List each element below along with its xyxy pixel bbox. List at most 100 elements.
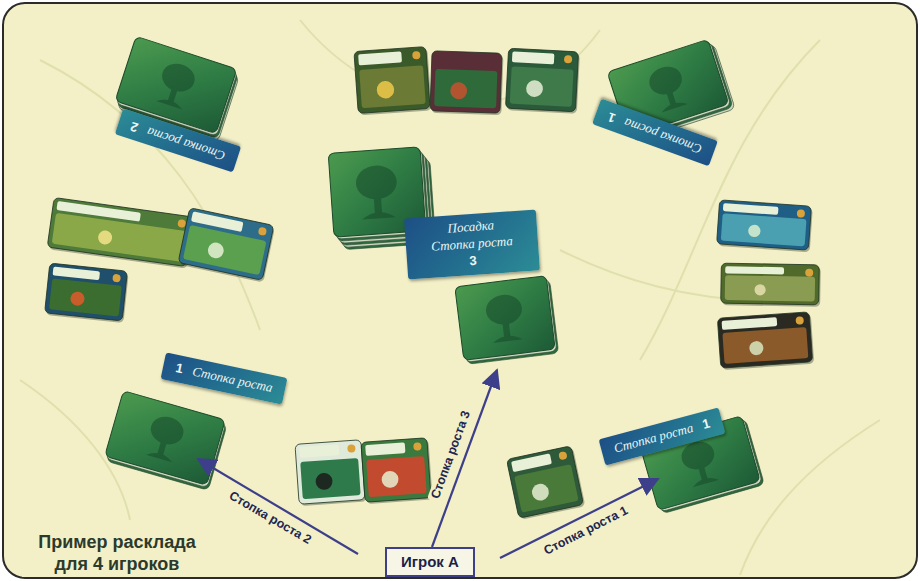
card-motif: [450, 82, 467, 99]
table-ground: [3, 3, 917, 578]
growth-pile-tile: ПосадкаСтопка роста3: [404, 209, 540, 279]
species-card: [716, 200, 812, 252]
tree-icon: [154, 60, 199, 111]
card-motif: [754, 284, 765, 295]
leaf-vein: [740, 420, 880, 575]
card-motif: [381, 470, 399, 488]
arrow-label: Стопка роста 1: [539, 502, 634, 560]
card-face: [47, 198, 193, 267]
pointer-arrow: [500, 479, 658, 558]
card-face: [295, 440, 365, 504]
node-label: Стопка роста: [145, 123, 227, 162]
card-back: [105, 391, 226, 486]
growth-card-pile: [455, 275, 559, 364]
card-symbol: [797, 209, 806, 218]
growth-pile-tile: Стопка роста1: [592, 98, 718, 166]
species-card: [47, 198, 194, 269]
pile-number: 1: [174, 360, 184, 376]
card-symbol: [805, 269, 813, 277]
tree-roots: [362, 211, 396, 219]
card-header: [191, 211, 244, 232]
leaf-pattern: [20, 20, 880, 575]
species-card: [717, 312, 814, 370]
card-art: [514, 464, 578, 512]
card-header: [723, 203, 779, 215]
card-symbol: [412, 51, 421, 60]
card-header: [299, 444, 339, 458]
card-motif: [207, 241, 226, 260]
card-face: [721, 263, 820, 305]
card-header: [512, 51, 555, 64]
card-header: [725, 266, 784, 274]
node-label: Посадка: [447, 218, 495, 236]
species-card: [361, 438, 433, 505]
pile-number: 1: [606, 108, 618, 125]
card-face: [506, 446, 583, 518]
card-back: [455, 276, 555, 361]
card-art: [359, 65, 426, 108]
card-art: [722, 327, 808, 364]
pointer-arrow: [198, 459, 358, 554]
species-card: [506, 445, 585, 520]
card-art: [49, 278, 122, 316]
card-motif: [530, 482, 550, 502]
card-face: [717, 312, 812, 368]
growth-card-pile: [103, 391, 228, 491]
tree-icon: [484, 293, 525, 344]
card-motif: [315, 472, 333, 490]
tree-roots: [493, 334, 523, 343]
card-symbol: [347, 444, 356, 453]
card-face: [48, 200, 194, 269]
tree-roots: [660, 100, 687, 113]
card-art: [725, 275, 815, 301]
caption: Пример расклада для 4 игроков: [22, 530, 212, 577]
card-symbol: [177, 219, 186, 228]
tree-roots: [146, 450, 173, 462]
node-label: Игрок А: [401, 553, 459, 570]
card-art: [366, 456, 426, 497]
tree-icon: [678, 438, 722, 488]
tree-roots: [691, 475, 718, 487]
tree-icon: [355, 164, 399, 220]
node-label: Стопка роста: [612, 420, 695, 456]
card-art: [52, 213, 187, 262]
card-face: [45, 263, 128, 321]
card-motif: [526, 80, 544, 98]
card-face: [717, 200, 812, 250]
node-label: Стопка роста: [622, 114, 704, 156]
node-label: Стопка роста: [431, 234, 513, 255]
tree-crown: [646, 63, 686, 99]
pile-number: 2: [129, 118, 140, 134]
pile-number: 1: [701, 416, 712, 432]
species-card: [178, 208, 276, 283]
species-card: [354, 46, 432, 115]
card-header: [56, 201, 140, 222]
card-face: [505, 48, 578, 112]
card-face: [361, 438, 431, 502]
tree-roots: [156, 97, 183, 110]
tree-crown: [158, 60, 198, 96]
card-art: [510, 66, 574, 106]
tree-icon: [143, 413, 187, 463]
species-card: [44, 263, 128, 323]
species-card: [295, 440, 367, 507]
pile-number: 3: [469, 253, 477, 268]
card-symbol: [564, 55, 572, 63]
card-motif: [749, 341, 764, 356]
card-face: [354, 47, 430, 114]
growth-pile-tile: Стопка роста 2: [115, 108, 241, 172]
species-card: [430, 51, 504, 115]
species-card: [721, 263, 821, 307]
growth-pile-tile: Стопка роста 1: [599, 407, 726, 465]
tree-crown: [148, 413, 187, 448]
growth-pile-tile: 1Стопка роста: [161, 352, 288, 404]
card-art: [721, 213, 807, 246]
card-motif: [748, 224, 761, 237]
card-motif: [376, 81, 395, 100]
card-header: [358, 51, 402, 65]
card-face: [430, 51, 502, 113]
card-symbol: [795, 316, 804, 325]
tree-trunk: [373, 189, 382, 216]
card-back: [115, 36, 237, 133]
